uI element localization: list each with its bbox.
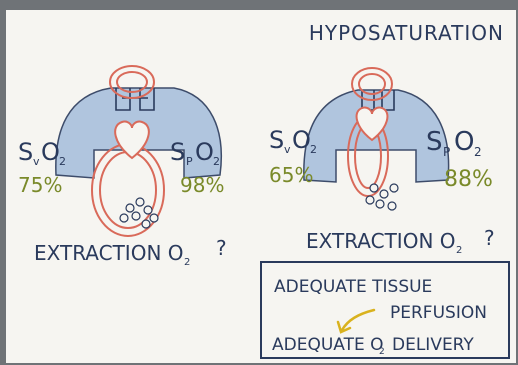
svg-text:EXTRACTION O: EXTRACTION O bbox=[306, 229, 456, 253]
svg-text:DELIVERY: DELIVERY bbox=[392, 335, 474, 355]
svg-text:ADEQUATE O: ADEQUATE O bbox=[272, 335, 384, 355]
left-extraction-label: EXTRACTION O 2 ? bbox=[34, 236, 227, 268]
right-spo2-label: S P O 2 bbox=[426, 127, 482, 159]
svg-text:2: 2 bbox=[184, 257, 190, 268]
svg-text:v: v bbox=[33, 155, 40, 168]
svg-text:S: S bbox=[269, 126, 284, 154]
whiteboard: HYPOSATURATION S v O 2 75% S P O 2 98% E… bbox=[6, 10, 516, 363]
diagram-canvas: HYPOSATURATION S v O 2 75% S P O 2 98% E… bbox=[6, 10, 516, 363]
svg-text:2: 2 bbox=[456, 245, 462, 256]
svg-text:?: ? bbox=[484, 226, 495, 250]
svg-text:2: 2 bbox=[213, 155, 220, 168]
svg-text:2: 2 bbox=[59, 155, 66, 168]
right-cells-icon bbox=[366, 184, 398, 210]
left-spo2-value: 98% bbox=[180, 173, 224, 197]
title: HYPOSATURATION bbox=[309, 21, 504, 45]
svg-text:O: O bbox=[454, 127, 474, 157]
svg-text:O: O bbox=[292, 126, 311, 154]
right-svo2-label: S v O 2 bbox=[269, 126, 317, 156]
svg-text:S: S bbox=[426, 127, 443, 157]
arrow-icon bbox=[338, 310, 374, 332]
right-spo2-value: 88% bbox=[444, 167, 493, 192]
svg-text:2: 2 bbox=[474, 145, 482, 159]
left-svo2-value: 75% bbox=[18, 173, 62, 197]
box-line-2: PERFUSION bbox=[390, 303, 487, 323]
svg-text:EXTRACTION O: EXTRACTION O bbox=[34, 241, 184, 265]
svg-text:v: v bbox=[284, 143, 291, 156]
left-spo2-label: S P O 2 bbox=[170, 138, 220, 168]
right-extraction-label: EXTRACTION O 2 ? bbox=[306, 226, 495, 256]
svg-text:S: S bbox=[170, 138, 185, 166]
svg-text:O: O bbox=[41, 138, 60, 166]
svg-text:?: ? bbox=[216, 236, 227, 260]
svg-text:2: 2 bbox=[310, 143, 317, 156]
svg-text:P: P bbox=[443, 145, 450, 159]
box-line-1: ADEQUATE TISSUE bbox=[274, 277, 432, 297]
box-line-3: ADEQUATE O 2 DELIVERY bbox=[272, 335, 474, 357]
left-svo2-label: S v O 2 bbox=[18, 138, 66, 168]
svg-text:P: P bbox=[186, 155, 193, 168]
svg-text:S: S bbox=[18, 138, 33, 166]
right-svo2-value: 65% bbox=[269, 163, 313, 187]
svg-text:2: 2 bbox=[379, 347, 385, 357]
svg-text:O: O bbox=[195, 138, 214, 166]
